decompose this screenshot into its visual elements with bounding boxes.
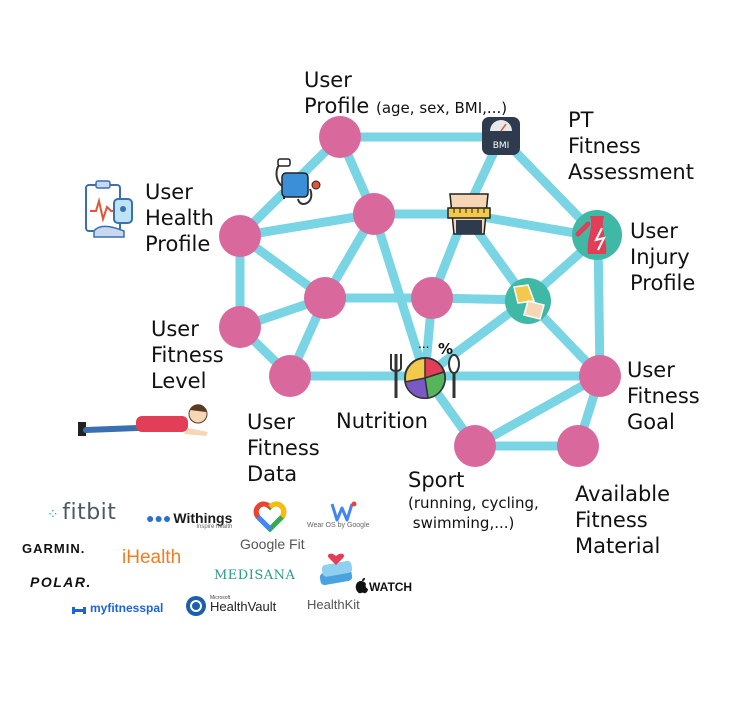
joint-icon	[505, 278, 551, 324]
node-sport	[454, 425, 496, 467]
ihealth-logo: iHealth	[122, 547, 182, 568]
node-c3	[411, 277, 453, 319]
edge-health-c1	[235, 209, 379, 241]
node-material	[557, 425, 599, 467]
svg-text:BMI: BMI	[493, 141, 510, 151]
wear-os-logo: Wear OS by Google	[307, 522, 370, 529]
healthkit-logo: HealthKit	[307, 597, 360, 612]
garmin-logo: GARMIN.	[22, 541, 86, 556]
node-c1	[353, 193, 395, 235]
nutrition-pie-icon: ... %	[390, 337, 460, 400]
medisana-logo: MEDISANA	[214, 568, 296, 583]
label-user-injury-profile: User Injury Profile	[630, 219, 696, 295]
bmi-scale-icon: BMI	[482, 117, 520, 155]
node-profile	[319, 116, 361, 158]
plank-person-icon	[78, 404, 208, 436]
fitbit-dots-icon: ⁘	[47, 507, 60, 523]
polar-logo: POLAR.	[30, 574, 92, 590]
label-user-fitness-data: User Fitness Data	[247, 410, 320, 486]
fitbit-logo: ⁘fitbit	[47, 500, 117, 525]
node-goal	[579, 355, 621, 397]
apple-logo-icon	[355, 578, 368, 594]
label-nutrition: Nutrition	[336, 409, 428, 433]
apple-watch-logo: WATCH	[369, 580, 413, 594]
edge-injury-goal	[593, 232, 605, 381]
label-user-health-profile: User Health Profile	[145, 180, 214, 256]
node-c2	[304, 277, 346, 319]
blood-pressure-monitor-icon	[275, 158, 321, 205]
label-sport: Sport (running, cycling, swimming,...)	[408, 468, 539, 532]
healthvault-logo-icon	[186, 596, 206, 616]
wear-os-logo-icon	[330, 501, 357, 522]
label-user-profile-detail: (age, sex, BMI,...)	[375, 99, 508, 117]
injury-body-icon	[572, 210, 622, 260]
google-fit-logo-icon	[253, 501, 287, 533]
svg-text:%: %	[438, 340, 453, 358]
node-data	[269, 355, 311, 397]
tape-measure-icon	[447, 193, 491, 235]
google-fit-logo: Google Fit	[240, 536, 305, 552]
withings-dots-icon: ●●●	[146, 510, 172, 526]
label-user-profile: User Profile (age, sex, BMI,...)	[304, 68, 508, 118]
myfitnesspal-logo-icon	[72, 607, 86, 614]
svg-text:...: ...	[418, 337, 429, 351]
node-health	[219, 215, 261, 257]
label-available-fitness-material: Available Fitness Material	[575, 482, 671, 558]
health-clipboard-icon	[85, 180, 133, 238]
label-user-fitness-level: User Fitness Level	[151, 317, 224, 393]
node-level	[219, 306, 261, 348]
label-pt-fitness-assessment: PT Fitness Assessment	[568, 108, 694, 184]
healthkit-logo-icon	[319, 553, 353, 586]
label-user-fitness-goal: User Fitness Goal	[627, 358, 700, 434]
myfitnesspal-logo: myfitnesspal	[90, 601, 164, 615]
edge-goal-sport	[470, 371, 605, 451]
